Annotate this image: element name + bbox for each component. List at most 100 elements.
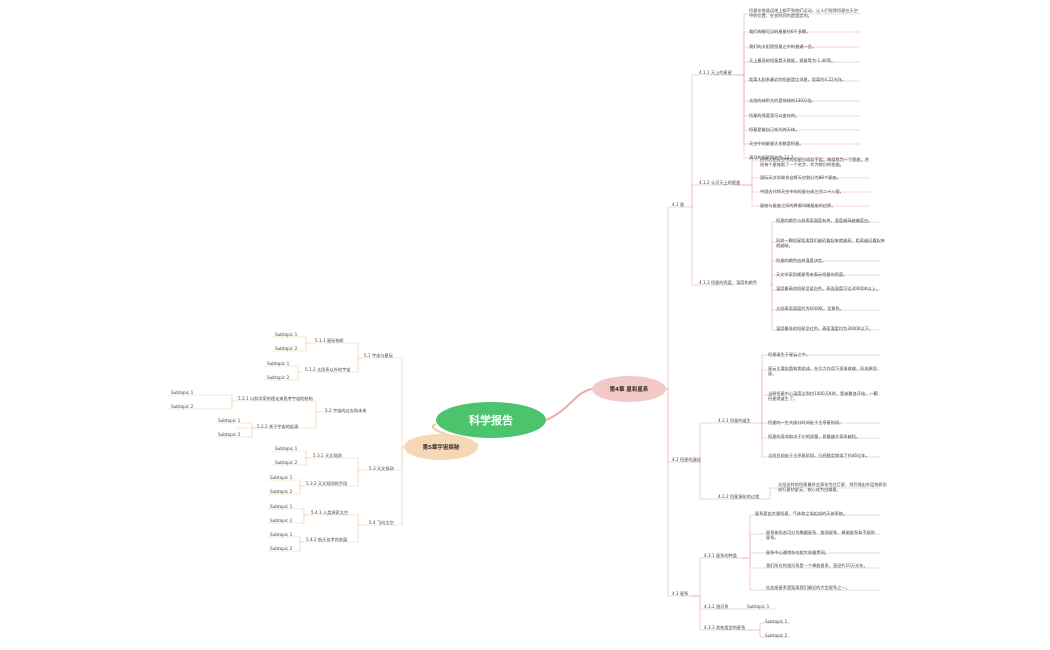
link-532-leaf-0 [268, 479, 304, 487]
leaf-4-2-1-e[interactable]: 恒星的寿命取决于它的质量，质量越大寿命越短。 [768, 434, 861, 439]
link-41-sub-2 [690, 206, 735, 286]
leaf-4-1-3-g[interactable]: 温度最低的恒星呈红色，表面温度约为3000K以下。 [776, 326, 874, 331]
leaf-4-1-1-b[interactable]: 我们肉眼可见的星星约6千多颗。 [749, 29, 811, 34]
subtopic-5-1-2-b[interactable]: Subtopic 2 [267, 375, 290, 380]
subtopic-5-2-2-b[interactable]: Subtopic 2 [218, 432, 241, 437]
sub-4-3-2[interactable]: 4.3.2 银河系 [704, 604, 729, 609]
sub-5-1-2[interactable]: 5.1.2 太阳系以外的宇宙 [305, 367, 351, 372]
subtopic-5-4-1-b[interactable]: Subtopic 2 [270, 518, 293, 523]
link-541-leaf-0 [268, 508, 308, 516]
sub-5-4-1[interactable]: 5.4.1 人类探索太空 [311, 510, 349, 515]
sub-5-2-1[interactable]: 5.2.1 以科学家的理论来思考宇宙的结构 [238, 396, 313, 401]
leaf-4-3-1-b[interactable]: 星系按形态可分为椭圆星系、旋涡星系、棒旋星系和不规则星系。 [766, 530, 875, 541]
section-5-4[interactable]: 5.4 飞向太空 [369, 520, 394, 525]
link-522-leaf-0 [215, 422, 256, 429]
sub-4-1-2[interactable]: 4.1.2 认识天上的星星 [699, 180, 741, 185]
section-4-3[interactable]: 4.3 星系 [672, 591, 689, 596]
subtopic-5-4-2-a[interactable]: Subtopic 1 [270, 532, 293, 537]
subtopic-5-1-1-a[interactable]: Subtopic 1 [275, 332, 298, 337]
link-root-ch4 [545, 388, 593, 421]
leaf-4-1-2-b[interactable]: 国际天文学联合会将天空划分为88个星座。 [760, 175, 841, 180]
link-531-leaf-0 [272, 450, 310, 459]
link-54-sub-1 [304, 524, 362, 543]
leaf-4-2-1-a[interactable]: 恒星诞生于星云之中。 [768, 352, 810, 357]
leaf-4-3-3-b[interactable]: Subtopic 2 [765, 633, 788, 638]
link-422-leaf-0 [760, 487, 880, 500]
leaf-4-1-3-d[interactable]: 天文学家用视星等来表示恒星的亮度。 [776, 272, 848, 277]
sub-4-1-1[interactable]: 4.1.1 天上的星星 [699, 70, 732, 75]
main-node-chapter4[interactable]: 第4章 星和星系 [592, 376, 666, 402]
subtopic-5-3-2-b[interactable]: Subtopic 2 [270, 489, 293, 494]
leaf-4-1-2-d[interactable]: 星座与星座之间的界限叫做星座的边界。 [760, 203, 836, 208]
sub-5-3-2[interactable]: 5.3.2 天文观测的手段 [306, 481, 348, 486]
leaf-4-1-1-a[interactable]: 恒星非常遥远地上都不到他们运动，让人们觉得恒星在天空中的位置，在长时间内是固定的… [749, 8, 858, 19]
subtopic-5-3-2-a[interactable]: Subtopic 1 [270, 475, 293, 480]
leaf-4-1-3-c[interactable]: 恒星的颜色由其温度决定。 [776, 258, 827, 263]
leaf-4-1-1-d[interactable]: 天上最亮的恒星是天狼星，视星等为-1.46等。 [749, 58, 836, 63]
leaf-4-1-3-b[interactable]: 同样一颗恒星距离我们越近看起来就越亮，距离越远看起来就越暗。 [776, 238, 885, 249]
subtopic-5-4-1-a[interactable]: Subtopic 1 [270, 504, 293, 509]
main-node-chapter5[interactable]: 第5章宇宙探秘 [404, 434, 478, 460]
link-53-sub-0 [304, 457, 362, 471]
section-4-1[interactable]: 4.1 星 [672, 202, 685, 207]
leaf-4-1-3-f[interactable]: 太阳表面温度约为6000K，呈黄色。 [776, 306, 844, 311]
link-521-leaf-0 [168, 394, 236, 402]
subtopic-5-2-1-a[interactable]: Subtopic 1 [171, 390, 194, 395]
link-ch4-sec-0 [666, 206, 690, 390]
sub-5-3-1[interactable]: 5.3.1 天文观测 [313, 453, 342, 458]
root-node[interactable]: 科学报告 [436, 402, 546, 438]
sub-4-2-1[interactable]: 4.2.1 恒星的诞生 [718, 418, 751, 423]
leaf-4-1-1-h[interactable]: 恒星是能自己发光的天体。 [749, 127, 800, 132]
sub-4-1-3[interactable]: 4.1.3 恒星的亮度、温度和颜色 [699, 280, 758, 285]
sub-5-2-2[interactable]: 5.2.2 关于宇宙的起源 [257, 424, 299, 429]
leaf-4-3-1-a[interactable]: 星系是由大量恒星、气体和尘埃组成的天体系统。 [755, 511, 848, 516]
link-431-leaf-4 [742, 557, 880, 591]
section-5-1[interactable]: 5.1 宇宙与星际 [364, 353, 393, 358]
leaf-4-1-3-e[interactable]: 温度最高的恒星呈蓝白色，表面温度可达30000K以上。 [776, 286, 881, 291]
link-51-sub-0 [310, 342, 362, 359]
link-ch5-sec-2 [362, 446, 404, 526]
leaf-4-1-2-c[interactable]: 中国古代将天空中的恒星分成三垣二十八宿。 [760, 189, 844, 194]
leaf-4-3-2-a[interactable]: Subtopic 1 [747, 604, 770, 609]
sub-5-2[interactable]: 5.2 宇宙的过去和未来 [325, 408, 367, 413]
leaf-4-3-3-a[interactable]: Subtopic 1 [765, 619, 788, 624]
sub-4-3-1[interactable]: 4.3.1 星系的种类 [704, 553, 737, 558]
leaf-4-2-1-d[interactable]: 恒星的一生大部分时间处于主序星阶段。 [768, 420, 844, 425]
subtopic-5-1-2-a[interactable]: Subtopic 1 [267, 361, 290, 366]
leaf-4-2-1-f[interactable]: 太阳目前处于主序星阶段，已经稳定燃烧了约46亿年。 [768, 453, 870, 458]
sub-5-1-1[interactable]: 5.1.1 星际物质 [315, 338, 344, 343]
link-522-leaf-1 [215, 427, 256, 438]
section-4-2[interactable]: 4.2 恒星的演化 [672, 457, 701, 462]
leaf-4-1-1-f[interactable]: 太阳的体积大约是地球的130万倍。 [749, 98, 816, 103]
link-411-leaf-9 [735, 74, 860, 159]
link-412-leaf-3 [735, 184, 870, 207]
subtopic-5-2-2-a[interactable]: Subtopic 1 [218, 418, 241, 423]
leaf-4-1-1-j[interactable]: 满月的视星等约为-12.7 [749, 155, 794, 160]
leaf-4-1-1-i[interactable]: 天空中的星星大多数是恒星。 [749, 141, 804, 146]
leaf-4-1-2-a[interactable]: 古代人把天空中的恒星分成若干组，每组称为一个星座，并给每个星座取了一个名字，作为… [760, 157, 869, 168]
link-411-leaf-8 [735, 74, 860, 145]
link-413-leaf-6 [770, 284, 880, 331]
leaf-4-2-2-a[interactable]: 太阳这样的恒星最终会演化为红巨星，然后抛出外层物质形成行星状星云，核心成为白矮星… [778, 482, 887, 493]
leaf-4-1-1-c[interactable]: 我们的太阳是恒星之中的普通一员。 [749, 44, 817, 49]
subtopic-5-3-1-a[interactable]: Subtopic 1 [275, 446, 298, 451]
section-5-3[interactable]: 5.3 天文探测 [369, 466, 394, 471]
subtopic-5-1-1-b[interactable]: Subtopic 2 [275, 346, 298, 351]
sub-4-3-3[interactable]: 4.3.3 其他类型的星系 [704, 625, 746, 630]
subtopic-5-3-1-b[interactable]: Subtopic 2 [275, 460, 298, 465]
leaf-4-1-1-g[interactable]: 恒星的亮度是可以变化的。 [749, 113, 800, 118]
subtopic-5-4-2-b[interactable]: Subtopic 2 [270, 546, 293, 551]
sub-4-2-2[interactable]: 4.2.2 恒星演化的过程 [718, 494, 760, 499]
leaf-4-3-1-c[interactable]: 星系中心通常存在超大质量黑洞。 [766, 550, 829, 555]
sub-5-4-2[interactable]: 5.4.2 航天技术的发展 [306, 537, 348, 542]
leaf-4-2-1-b[interactable]: 星云主要由氢和氦组成，在引力作用下逐渐收缩，形成原恒星。 [768, 366, 877, 377]
leaf-4-1-3-a[interactable]: 恒星的颜色与其表面温度有关，温度越高越偏蓝白。 [776, 218, 873, 223]
leaf-4-3-1-d[interactable]: 我们所在的银河系是一个棒旋星系，直径约10万光年。 [766, 563, 868, 568]
leaf-4-1-1-e[interactable]: 距离太阳系最近的恒星是比邻星，距离约4.22光年。 [749, 77, 847, 82]
leaf-4-2-1-c[interactable]: 当原恒星中心温度达到约1000万K时，氢核聚变开始，一颗恒星就诞生了。 [768, 391, 878, 402]
leaf-4-3-1-e[interactable]: 仙女座星系是距离我们最近的大型星系之一。 [766, 585, 850, 590]
link-42-sub-1 [690, 461, 760, 500]
link-52-sub-0 [236, 400, 320, 413]
link-ch5-sec-0 [362, 357, 404, 448]
subtopic-5-2-1-b[interactable]: Subtopic 2 [171, 404, 194, 409]
